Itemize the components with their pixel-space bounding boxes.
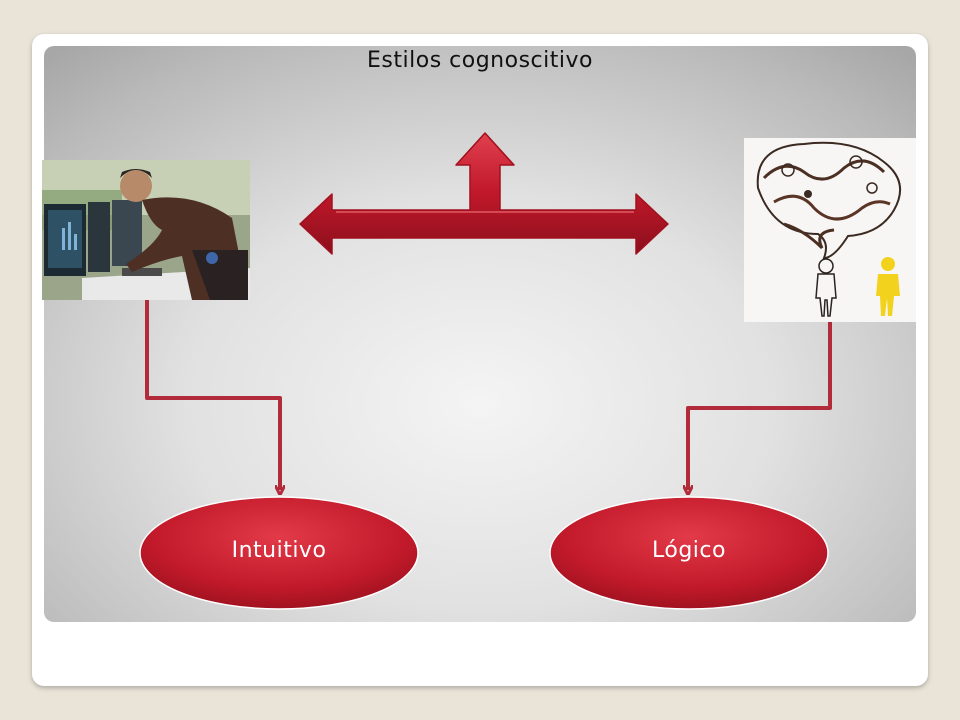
oval-logico[interactable] bbox=[549, 496, 829, 610]
slide-title: Estilos cognoscitivo bbox=[367, 48, 593, 73]
connector-right bbox=[688, 322, 832, 490]
connector-left bbox=[145, 300, 280, 490]
photo-man-at-desk-illustration bbox=[42, 160, 250, 300]
three-way-arrow bbox=[299, 132, 669, 255]
photo-man-at-desk bbox=[42, 160, 250, 300]
illustration-thought-bubble bbox=[744, 138, 916, 322]
illustration-thought-bubble-art bbox=[744, 138, 916, 322]
node-label-logico: Lógico bbox=[652, 538, 726, 563]
oval-intuitivo[interactable] bbox=[139, 496, 419, 610]
node-label-intuitivo: Intuitivo bbox=[231, 538, 327, 563]
